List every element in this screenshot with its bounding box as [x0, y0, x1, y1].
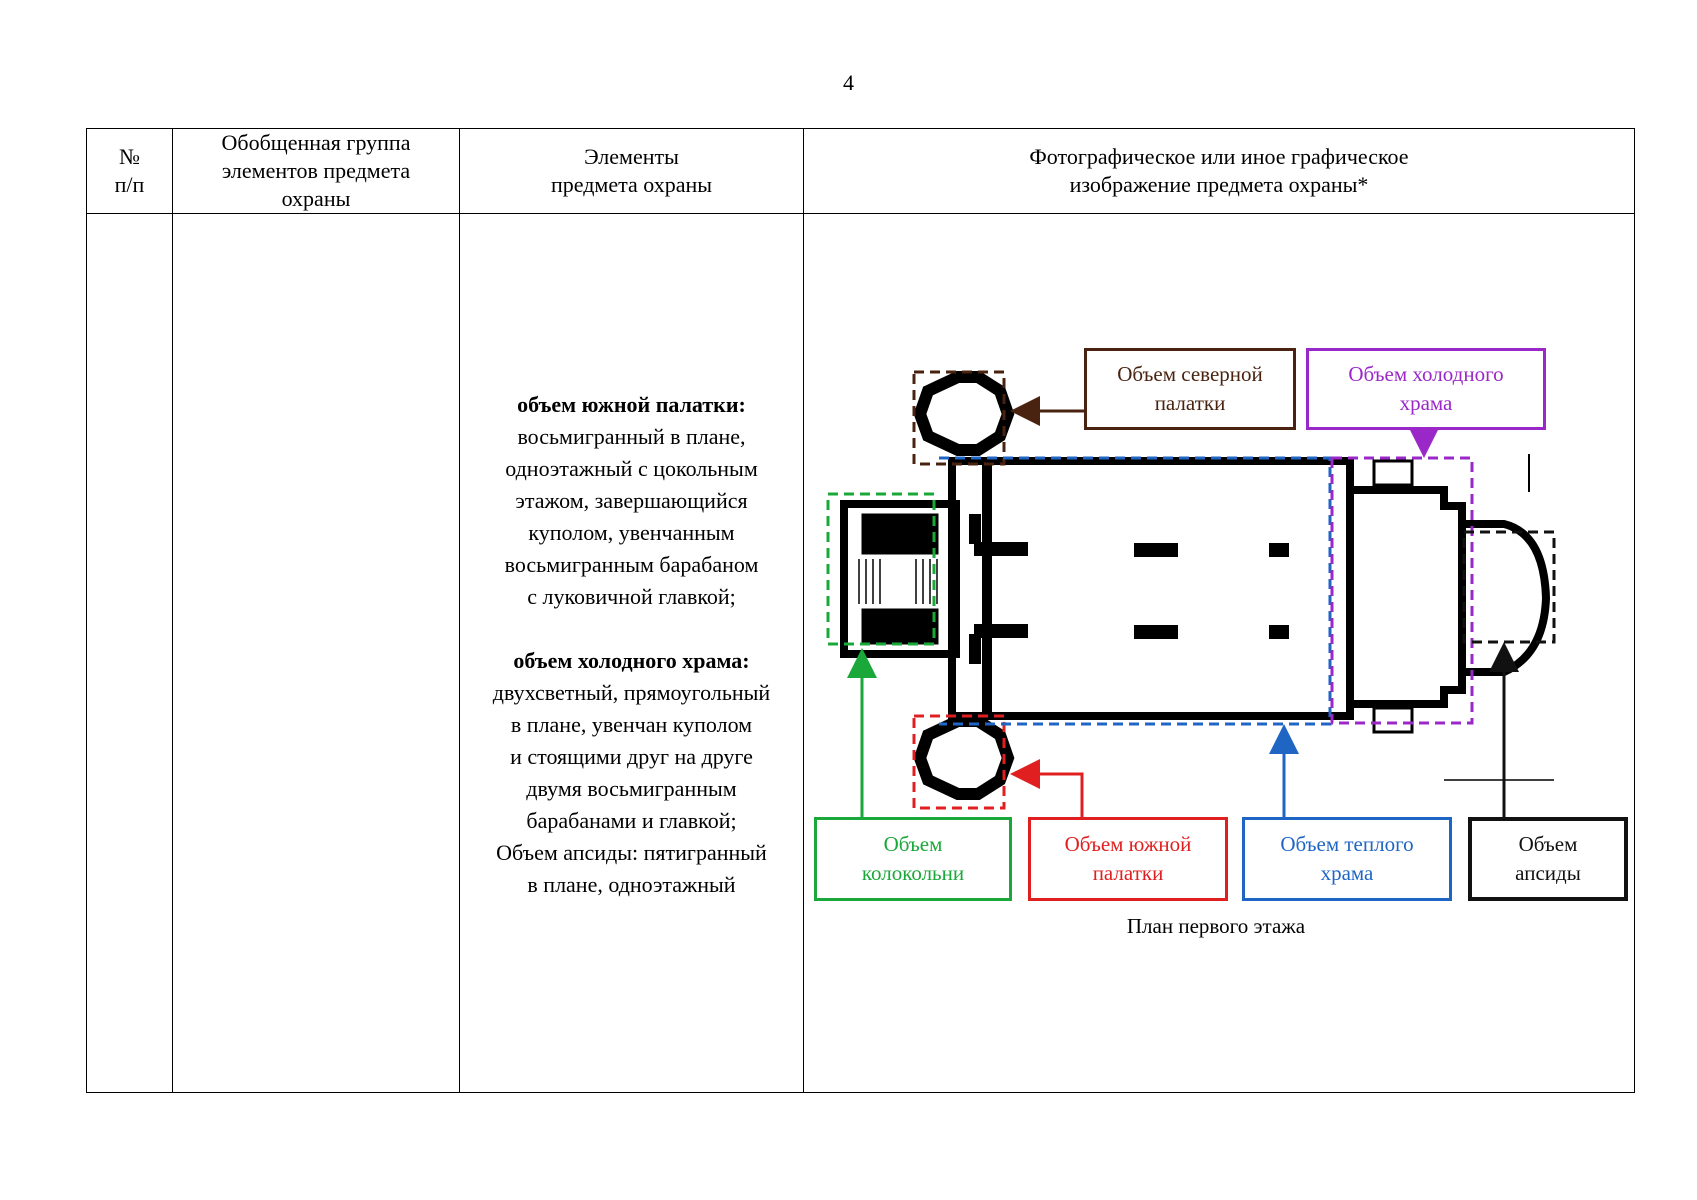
south-chamber-title: объем южной палатки: — [517, 392, 746, 417]
protection-subject-table: № п/п Обобщенная группа элементов предме… — [86, 128, 1635, 1093]
north-chamber-octagon — [913, 371, 1015, 456]
header-group-line-2: элементов предмета — [221, 158, 411, 183]
cold-church-label-line-1: Объем холодного — [1348, 362, 1504, 386]
header-group-line-1: Обобщенная группа — [221, 130, 411, 155]
warm-church-outline — [939, 456, 1332, 726]
south-chamber-label: Объем южной палатки — [1028, 817, 1228, 901]
warm-church-label: Объем теплого храма — [1242, 817, 1452, 901]
header-num-line-1: № — [119, 144, 140, 169]
table-header-row: № п/п Обобщенная группа элементов предме… — [86, 128, 1635, 214]
nave-pillars — [969, 514, 1289, 664]
desc-line: с луковичной главкой; — [527, 584, 736, 609]
cold-church-outline — [1330, 456, 1474, 725]
header-image-line-1: Фотографическое или иное графическое — [1029, 144, 1409, 169]
desc-line: Объем апсиды: пятигранный — [496, 840, 767, 865]
header-elements: Элементы предмета охраны — [459, 128, 804, 214]
cold-church-label: Объем холодного храма — [1306, 348, 1546, 430]
desc-line: восьмигранным барабаном — [504, 552, 759, 577]
south-chamber-label-line-1: Объем южной — [1064, 832, 1192, 856]
main-walls — [948, 457, 1354, 720]
cold-church-title: объем холодного храма: — [513, 648, 750, 673]
header-num: № п/п — [86, 128, 173, 214]
floor-plan: Объем северной палатки Объем холодного х… — [804, 214, 1634, 1092]
desc-line: и стоящими друг на друге — [510, 744, 753, 769]
header-group: Обобщенная группа элементов предмета охр… — [172, 128, 460, 214]
cold-church-label-line-2: храма — [1399, 391, 1453, 415]
cell-num — [86, 213, 173, 1093]
north-chamber-label-line-1: Объем северной — [1117, 362, 1263, 386]
plan-caption: План первого этажа — [1126, 914, 1306, 938]
desc-line: барабанами и главкой; — [526, 808, 737, 833]
bell-tower — [840, 500, 960, 658]
desc-line: одноэтажный с цокольным — [505, 456, 758, 481]
header-elements-line-1: Элементы — [584, 144, 679, 169]
bell-tower-label: Объем колокольни — [814, 817, 1012, 901]
cell-elements: объем южной палатки: восьмигранный в пла… — [459, 213, 804, 1093]
table-row: объем южной палатки: восьмигранный в пла… — [86, 213, 1635, 1093]
elements-description: объем южной палатки: восьмигранный в пла… — [460, 214, 803, 901]
warm-church-label-line-1: Объем теплого — [1280, 832, 1414, 856]
desc-line: в плане, одноэтажный — [527, 872, 736, 897]
south-chamber-label-line-2: палатки — [1092, 861, 1164, 885]
desc-line: восьмигранный в плане, — [517, 424, 746, 449]
cell-image: Объем северной палатки Объем холодного х… — [803, 213, 1635, 1093]
floor-plan-drawing — [826, 370, 1556, 817]
south-label-arrow — [1010, 759, 1084, 817]
apse-label-line-2: апсиды — [1515, 861, 1581, 885]
apse-label-line-1: Объем — [1518, 832, 1578, 856]
bell-tower-outline — [826, 492, 936, 646]
desc-line: куполом, увенчанным — [528, 520, 735, 545]
cell-group — [172, 213, 460, 1093]
south-chamber-octagon — [913, 715, 1015, 800]
apse-label: Объем апсиды — [1468, 817, 1628, 901]
desc-line: двухсветный, прямоугольный — [492, 680, 771, 705]
bell-tower-label-line-2: колокольни — [861, 861, 965, 885]
page-number: 4 — [843, 70, 854, 95]
header-group-line-3: охраны — [281, 186, 351, 211]
desc-line: двумя восьмигранным — [526, 776, 737, 801]
header-num-line-2: п/п — [114, 172, 145, 197]
south-chamber-outline — [912, 714, 1006, 810]
desc-line: в плане, увенчан куполом — [510, 712, 753, 737]
bell-tower-label-line-1: Объем — [883, 832, 943, 856]
header-image-line-2: изображение предмета охраны* — [1069, 172, 1369, 197]
desc-line: этажом, завершающийся — [515, 488, 748, 513]
warm-church-label-line-2: храма — [1320, 861, 1374, 885]
north-chamber-outline — [912, 370, 1006, 466]
cold-church-walls — [1350, 459, 1466, 734]
north-chamber-label-line-2: палатки — [1154, 391, 1226, 415]
header-elements-line-2: предмета охраны — [550, 172, 713, 197]
north-chamber-label: Объем северной палатки — [1084, 348, 1296, 430]
header-image: Фотографическое или иное графическое изо… — [803, 128, 1635, 214]
